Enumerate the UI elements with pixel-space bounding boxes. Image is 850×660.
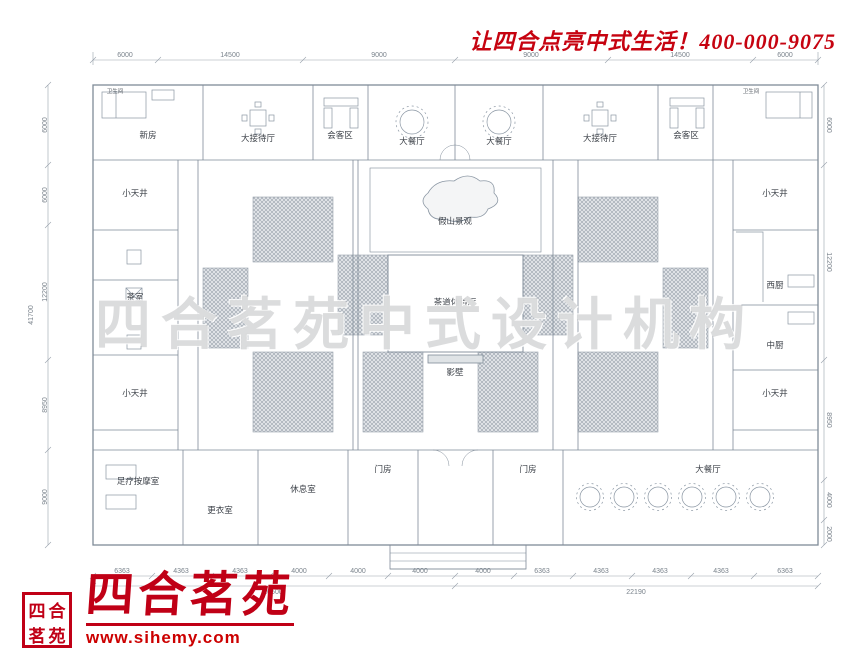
room-label: 小天井 xyxy=(762,388,788,398)
room-label: 门房 xyxy=(374,464,391,474)
room-label: 西厨 xyxy=(766,280,784,290)
floor-plan-area: 新房 大接待厅 会客区 大餐厅 大餐厅 大接待厅 会客区 小天井 茶室 小天井 … xyxy=(18,50,833,596)
roofed-corridor-hatch xyxy=(202,196,709,433)
room-label-small: 卫生间 xyxy=(107,87,124,95)
dim-label: 8950 xyxy=(825,412,832,428)
room-label: 小天井 xyxy=(122,388,148,398)
room-label: 假山景观 xyxy=(438,216,473,226)
room-label-small: 卫生间 xyxy=(743,87,760,95)
dim-label: 9000 xyxy=(523,52,539,59)
walls xyxy=(92,84,819,570)
room-label: 影壁 xyxy=(446,367,464,377)
dimension-line-left: 6000 6000 12200 8950 9000 41700 xyxy=(28,81,52,549)
dimension-line-top: 6000 14500 9000 9000 14500 6000 xyxy=(89,52,822,65)
dim-label: 4000 xyxy=(291,568,307,575)
dim-label: 4363 xyxy=(173,568,189,575)
company-seal: 四 合 茗 苑 xyxy=(22,592,72,648)
room-label: 大餐厅 xyxy=(695,464,721,474)
seal-char: 苑 xyxy=(48,627,66,646)
seal-char: 四 xyxy=(28,602,46,621)
room-label: 足疗按摩室 xyxy=(117,476,160,486)
dimension-line-bottom: 6363 4363 4363 4000 4000 4000 4000 6363 … xyxy=(89,568,822,596)
dim-label: 12200 xyxy=(825,252,832,272)
room-label: 大餐厅 xyxy=(399,136,425,146)
dim-label: 9000 xyxy=(42,489,49,505)
brand-block: 四合茗苑 www.sihemy.com xyxy=(84,569,296,648)
room-label: 更衣室 xyxy=(207,505,233,515)
furniture xyxy=(101,89,815,510)
rockery-shape xyxy=(422,175,499,222)
dim-label: 6363 xyxy=(777,568,793,575)
dim-label: 4000 xyxy=(412,568,428,575)
dim-label: 6000 xyxy=(42,117,49,133)
room-label: 门房 xyxy=(519,464,536,474)
dim-label: 6000 xyxy=(825,117,832,133)
room-label: 大接待厅 xyxy=(241,133,276,143)
dim-total: 20500 xyxy=(263,589,283,595)
dim-label: 4363 xyxy=(593,568,609,575)
dim-label: 4000 xyxy=(350,568,366,575)
floor-plan-drawing: 新房 大接待厅 会客区 大餐厅 大餐厅 大接待厅 会客区 小天井 茶室 小天井 … xyxy=(28,52,832,596)
dim-label: 8950 xyxy=(42,397,49,413)
round-tables xyxy=(395,105,774,511)
brand-name: 四合茗苑 xyxy=(84,569,296,623)
room-label: 大餐厅 xyxy=(486,136,512,146)
room-label: 新房 xyxy=(139,130,156,140)
dim-label: 6000 xyxy=(42,187,49,203)
room-label: 会客区 xyxy=(673,130,699,140)
dim-label: 12200 xyxy=(42,282,49,302)
dim-label: 6363 xyxy=(114,568,130,575)
room-labels: 新房 大接待厅 会客区 大餐厅 大餐厅 大接待厅 会客区 小天井 茶室 小天井 … xyxy=(107,87,788,515)
dim-label: 6000 xyxy=(117,52,133,59)
dim-label: 14500 xyxy=(670,52,690,59)
website-url: www.sihemy.com xyxy=(86,623,295,648)
dim-label: 4363 xyxy=(713,568,729,575)
dim-label: 2000 xyxy=(825,526,832,542)
room-label: 小天井 xyxy=(122,188,148,198)
room-label: 茶室 xyxy=(126,292,144,302)
dim-label: 4000 xyxy=(475,568,491,575)
room-label: 茶道体验厅 xyxy=(434,297,477,307)
dim-label: 4000 xyxy=(825,492,832,508)
brand-footer: 四 合 茗 苑 四合茗苑 www.sihemy.com xyxy=(22,569,296,648)
dimension-line-right: 6000 12200 8950 4000 2000 xyxy=(820,81,832,549)
dim-total: 22190 xyxy=(626,589,646,595)
room-label: 会客区 xyxy=(327,130,353,140)
dim-label: 14500 xyxy=(220,52,240,59)
room-label: 小天井 xyxy=(762,188,788,198)
header-slogan: 让四合点亮中式生活！400-000-9075 xyxy=(469,29,836,54)
room-label: 休息室 xyxy=(290,484,316,494)
room-label: 大接待厅 xyxy=(583,133,618,143)
dim-label: 4363 xyxy=(232,568,248,575)
dim-label: 6000 xyxy=(777,52,793,59)
room-label: 中厨 xyxy=(766,340,784,350)
dim-label: 6363 xyxy=(534,568,550,575)
dim-label: 9000 xyxy=(371,52,387,59)
dim-total: 41700 xyxy=(28,305,35,325)
seal-char: 合 xyxy=(48,602,66,621)
seal-char: 茗 xyxy=(28,627,46,646)
dim-label: 4363 xyxy=(652,568,668,575)
